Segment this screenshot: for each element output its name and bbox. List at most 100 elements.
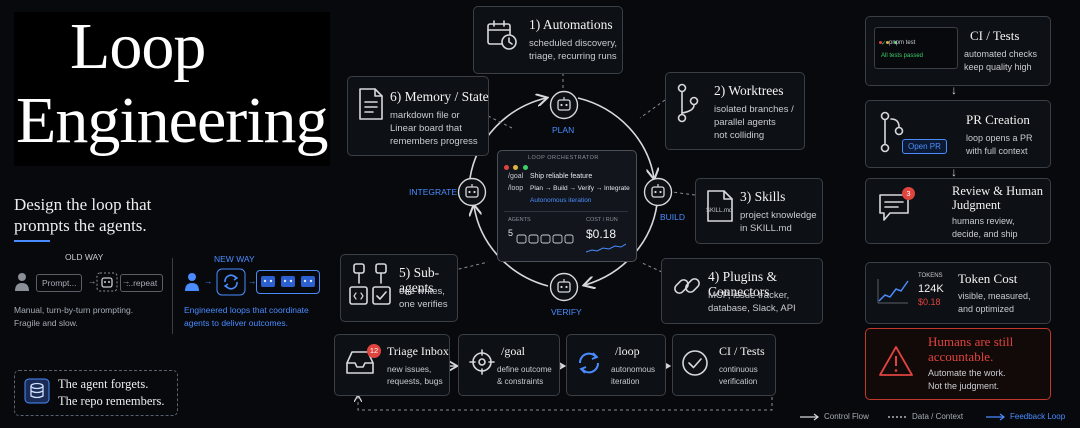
data-context-line-icon — [888, 416, 906, 418]
arrow-right-icon: → — [88, 276, 97, 286]
arrow-right-icon: → — [204, 276, 213, 286]
loop-command: /loop — [508, 185, 524, 192]
automations-card: 1) Automations scheduled discovery, tria… — [473, 6, 623, 74]
cost-label: COST / RUN — [586, 217, 618, 223]
loop-flow-line2: iteration — [611, 377, 640, 386]
token-cost-card: TOKENS 124K $0.18 Token Cost visible, me… — [865, 262, 1051, 324]
goal-text: Ship reliable feature — [530, 173, 593, 180]
review-title-line2: Judgment — [952, 198, 1001, 212]
legend-feedback-loop: Feedback Loop — [1010, 412, 1066, 421]
open-pr-button[interactable]: Open PR — [902, 139, 947, 154]
plugins-line2: database, Slack, API — [708, 303, 796, 314]
worktrees-title: 2) Worktrees — [714, 83, 784, 98]
verify-label: VERIFY — [551, 307, 582, 317]
skills-title: 3) Skills — [740, 189, 786, 204]
target-icon — [469, 349, 495, 375]
integrate-node-icon — [457, 177, 487, 207]
robot-icon — [261, 276, 315, 287]
build-label: BUILD — [660, 212, 686, 222]
ci-tests-line1: automated checks — [964, 49, 1038, 59]
build-node-icon — [643, 177, 673, 207]
loop-icon — [216, 268, 246, 296]
git-pull-request-icon — [880, 111, 904, 153]
review-title-line1: Review & Human — [952, 184, 1043, 198]
subagents-card: 5) Sub-agents one writes, one verifies — [340, 254, 458, 322]
old-way-label: OLD WAY — [65, 252, 104, 262]
new-way-label: NEW WAY — [214, 254, 255, 264]
document-icon — [359, 88, 383, 120]
plugins-title: 4) Plugins & Connectors — [708, 269, 778, 299]
goal-line2: & constraints — [497, 377, 544, 386]
integrate-label: INTEGRATE — [409, 187, 458, 197]
terminal-result: All tests passed — [881, 53, 924, 59]
ci-tests-card: ✓ pnpm test All tests passed CI / Tests … — [865, 16, 1051, 86]
pr-line2: with full context — [966, 146, 1028, 156]
automations-line2: triage, recurring runs — [529, 51, 617, 62]
page-title-line2: Engineering — [16, 84, 329, 157]
token-cost-value: $0.18 — [918, 297, 941, 307]
git-branch-icon — [677, 83, 699, 123]
terminal-snippet: ✓ pnpm test All tests passed — [874, 27, 958, 69]
subagents-line2: one verifies — [399, 299, 448, 310]
tokens-label: TOKENS — [918, 273, 943, 279]
review-card: 3 Review & Human Judgment humans review,… — [865, 178, 1051, 244]
pr-title: PR Creation — [966, 112, 1030, 127]
legend: Control Flow Data / Context Feedback Loo… — [800, 411, 1080, 425]
review-badge: 3 — [902, 187, 915, 200]
ci-flow-line1: continuous — [719, 365, 758, 374]
goal-command: /goal — [508, 173, 524, 180]
refresh-icon — [578, 352, 600, 374]
skills-line2: in SKILL.md — [740, 223, 792, 234]
orchestrator-header: LOOP ORCHESTRATOR — [528, 155, 599, 161]
accountable-line1: Automate the work. — [928, 368, 1006, 378]
agents-label: AGENTS — [508, 217, 531, 223]
memory-line3: remembers progress — [390, 136, 478, 147]
verify-node-icon — [549, 272, 579, 302]
ci-flow-title: CI / Tests — [719, 344, 765, 358]
memory-note-line2: The repo remembers. — [58, 394, 165, 408]
new-desc-line1: Engineered loops that coordinate — [184, 305, 309, 315]
old-prompt-box: Prompt... — [36, 274, 83, 292]
plugins-line1: MCP, issue tracker, — [708, 290, 790, 301]
control-flow-line-icon — [800, 413, 819, 421]
old-repeat-box: ...repeat — [120, 274, 164, 292]
orchestrator-divider — [504, 211, 628, 212]
ci-flow-line2: verification — [719, 377, 758, 386]
worktrees-line1: isolated branches / — [714, 104, 794, 115]
legend-control-flow: Control Flow — [824, 412, 869, 421]
plugins-card: 4) Plugins & Connectors MCP, issue track… — [661, 258, 823, 324]
automations-line1: scheduled discovery, — [529, 38, 618, 49]
database-icon — [24, 378, 50, 404]
loop-text: Plan → Build → Verify → Integrate — [530, 185, 630, 192]
goal-card: /goal define outcome & constraints — [458, 334, 560, 396]
worktrees-card: 2) Worktrees isolated branches / paralle… — [665, 72, 805, 150]
tagline-line1: Design the loop that — [14, 195, 152, 214]
check-circle-icon — [682, 350, 708, 376]
cost-value: $0.18 — [586, 227, 617, 241]
inbox-icon — [346, 351, 374, 374]
tokens-value: 124K — [918, 283, 944, 295]
triage-badge: 12 — [367, 344, 381, 358]
trend-chart-icon — [877, 279, 909, 304]
check-icon: ✓ — [881, 41, 887, 47]
compare-divider — [172, 258, 173, 334]
window-dots — [504, 157, 528, 175]
person-icon — [15, 273, 29, 291]
memory-line2: Linear board that — [390, 123, 462, 134]
warning-icon — [879, 346, 913, 376]
loop-diagram — [340, 73, 773, 411]
review-line2: decide, and ship — [952, 229, 1018, 239]
arrow-down-icon: ↓ — [951, 165, 957, 179]
goal-line1: define outcome — [497, 365, 552, 374]
ci-tests-title: CI / Tests — [970, 28, 1020, 43]
calendar-clock-icon — [487, 20, 517, 50]
robot-icon — [96, 272, 118, 292]
subagents-title: 5) Sub-agents — [399, 265, 440, 295]
person-icon — [185, 273, 199, 291]
cost-sparkline-icon — [586, 243, 626, 253]
page-title-line1: Loop — [70, 10, 206, 83]
legend-data-context: Data / Context — [912, 412, 964, 421]
arrow-right-icon: → — [248, 276, 257, 286]
accountable-card: Humans are still accountable. Automate t… — [865, 328, 1051, 400]
goal-title: /goal — [501, 344, 525, 358]
